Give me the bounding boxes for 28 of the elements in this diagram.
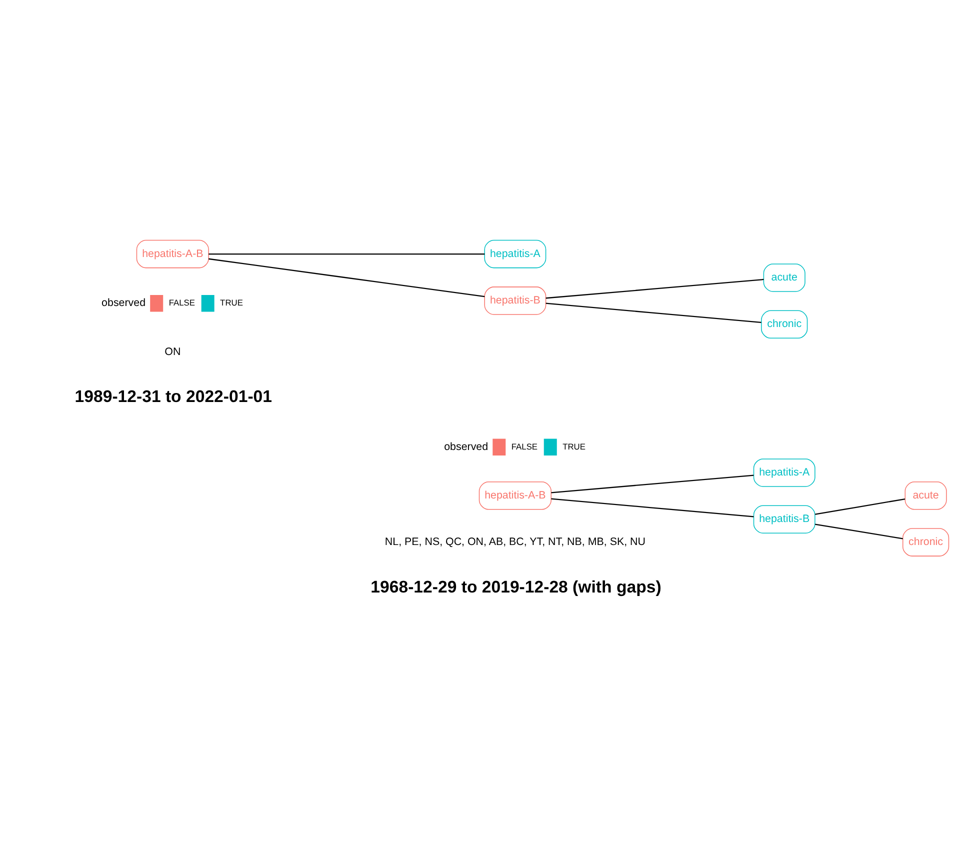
connector: [546, 302, 762, 323]
connector: [551, 474, 754, 494]
node-box: chronic: [902, 528, 950, 556]
legend-label: TRUE: [562, 441, 586, 452]
node-box: acute: [763, 264, 806, 292]
label: observed: [102, 297, 146, 310]
node-box: hepatitis-B: [484, 286, 546, 315]
connector: [815, 498, 906, 515]
node-box: hepatitis-A: [484, 240, 546, 268]
node-box: hepatitis-B: [753, 505, 816, 534]
node-box: acute: [904, 482, 947, 510]
node-box: hepatitis-A-B: [136, 240, 209, 268]
legend-label: FALSE: [168, 298, 196, 308]
connector: [208, 258, 485, 298]
node-box: hepatitis-A: [753, 458, 816, 487]
label: 1989-12-31 to 2022-01-01: [74, 387, 272, 406]
connector: [546, 278, 764, 299]
node-box: chronic: [761, 310, 808, 339]
connector: [551, 498, 754, 518]
connector: [208, 253, 485, 255]
label: 1968-12-29 to 2019-12-28 (with gaps): [370, 577, 662, 596]
node-box: hepatitis-A-B: [478, 482, 552, 510]
label: observed: [444, 440, 488, 453]
label: ON: [164, 346, 181, 358]
legend-label: TRUE: [220, 298, 243, 308]
connector: [815, 524, 903, 540]
legend-label: FALSE: [511, 441, 538, 452]
label: NL, PE, NS, QC, ON, AB, BC, YT, NT, NB, MB, SK, NU: [384, 536, 646, 548]
